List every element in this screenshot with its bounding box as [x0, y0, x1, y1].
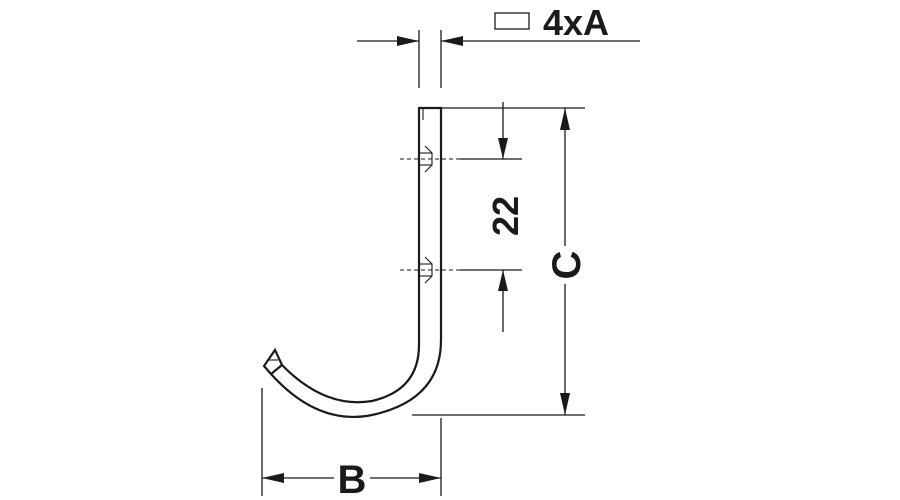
- hole-arrowhead-top: [498, 138, 508, 159]
- hook-body: [262, 106, 443, 419]
- width-label: B: [338, 458, 367, 500]
- profile-section-symbol: [494, 12, 530, 30]
- height-label: C: [545, 251, 589, 280]
- hook-tip-cap: [262, 347, 283, 375]
- height-arrowhead-top: [560, 108, 570, 130]
- width-arrowhead-right: [419, 473, 441, 483]
- lower-countersink: [424, 256, 433, 284]
- profile-width-dimension: 4xA: [357, 2, 640, 88]
- height-arrowhead-bottom: [560, 393, 570, 415]
- hole-spacing-label: 22: [485, 196, 526, 236]
- profile-spec-label: 4xA: [543, 2, 609, 43]
- upper-countersink: [424, 145, 433, 173]
- width-dimension: B: [261, 388, 442, 500]
- hole-arrowhead-bottom: [498, 270, 508, 291]
- height-dimension: C: [412, 107, 589, 416]
- arrowhead-left: [397, 36, 419, 46]
- arrowhead-right: [441, 36, 463, 46]
- hole-spacing-dimension: 22: [460, 102, 526, 332]
- lower-screw-hole: [400, 256, 460, 284]
- width-arrowhead-left: [262, 473, 284, 483]
- height-label-backdrop: [548, 246, 582, 284]
- hook-outline: [269, 106, 443, 419]
- upper-screw-hole: [400, 145, 460, 173]
